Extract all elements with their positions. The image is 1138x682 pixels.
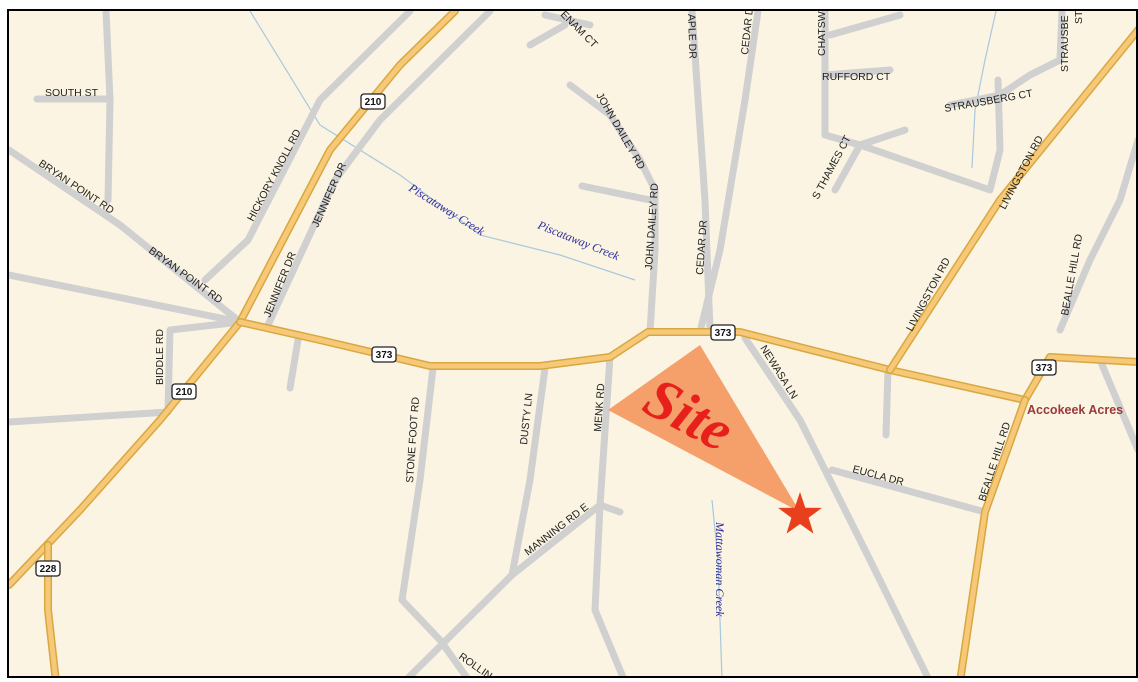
bealle-hill-road-casing xyxy=(956,396,1029,676)
strausberg-court-road xyxy=(946,11,1066,109)
piscataway-creek-line xyxy=(249,11,636,281)
route-210-shield-bottom: 210 xyxy=(171,383,197,400)
site-callout: Site xyxy=(608,345,822,534)
biddle-rd-label: BIDDLE RD xyxy=(154,329,166,385)
cedar-dr-label: CEDAR DR xyxy=(694,219,710,275)
benam-court-road xyxy=(541,11,594,29)
rufford-ct-label: RUFFORD CT xyxy=(822,71,891,83)
john-dailey-spur xyxy=(578,182,654,204)
s-thames-court-east xyxy=(856,126,909,149)
street-labels: SOUTH ST BRYAN POINT RD BRYAN POINT RD H… xyxy=(36,11,1085,676)
north-south-road-west xyxy=(102,11,114,204)
chatsworth-label: CHATSW xyxy=(816,11,828,56)
rollin-road-south xyxy=(405,571,516,676)
livingston-road xyxy=(887,28,1136,373)
maple-dr-label: APLE DR xyxy=(685,14,699,60)
maple-drive xyxy=(688,11,714,334)
route-228-shield: 228 xyxy=(35,560,61,577)
svg-text:210: 210 xyxy=(365,97,382,108)
creek-line-northeast xyxy=(971,11,997,169)
hickory-knoll-road xyxy=(201,11,414,284)
map-canvas: SOUTH ST BRYAN POINT RD BRYAN POINT RD H… xyxy=(9,11,1136,676)
livingston-rd-label-2: LIVINGSTON RD xyxy=(997,133,1046,211)
benam-ct-label: ENAM CT xyxy=(558,11,600,51)
svg-text:373: 373 xyxy=(1036,363,1053,374)
chatsworth-road xyxy=(826,11,904,39)
st-top-label: ST xyxy=(1073,11,1085,24)
bryan-point-road xyxy=(9,146,244,326)
svg-text:373: 373 xyxy=(376,350,393,361)
bryan-point-rd-label-1: BRYAN POINT RD xyxy=(36,158,116,217)
benam-court-spur xyxy=(526,21,569,49)
svg-text:373: 373 xyxy=(715,328,732,339)
southwest-road xyxy=(9,408,172,426)
cedar-dr-top-label: CEDAR D xyxy=(739,11,756,55)
s-thames-court-spur xyxy=(831,141,864,194)
south-st-label: SOUTH ST xyxy=(45,87,99,99)
jennifer-dr-label-2: JENNIFER DR xyxy=(262,250,299,319)
road-far-east xyxy=(1096,356,1136,453)
west-road xyxy=(9,271,244,326)
mattawoman-creek-line xyxy=(711,499,723,676)
site-callout-wedge xyxy=(608,345,800,512)
route-210-shield-top: 210 xyxy=(360,93,386,110)
star-icon[interactable] xyxy=(778,492,822,534)
john-dailey-rd-label-1: JOHN DAILEY RD xyxy=(593,91,647,172)
route-shields: 210 210 373 373 373 228 xyxy=(35,93,1057,577)
accokeek-acres-label: Accokeek Acres xyxy=(1027,403,1123,417)
piscataway-creek-label-2: Piscataway Creek xyxy=(535,217,622,263)
rufford-court-road xyxy=(821,66,894,79)
livingston-rd-label-1: LIVINGSTON RD xyxy=(904,255,953,333)
menk-rd-label: MENK RD xyxy=(592,383,607,433)
strausberg-ct-top-label: STRAUSBE xyxy=(1059,15,1071,72)
svg-text:210: 210 xyxy=(176,387,193,398)
short-road-east xyxy=(882,366,892,439)
manning-rd-e-label: MANNING RD E xyxy=(522,501,591,558)
route-373-shield-right: 373 xyxy=(1031,359,1057,376)
svg-text:228: 228 xyxy=(40,564,57,575)
cedar-drive xyxy=(696,11,762,336)
map-frame: SOUTH ST BRYAN POINT RD BRYAN POINT RD H… xyxy=(7,9,1138,678)
mattawoman-creek-label: Mattawoman Creek xyxy=(713,521,727,617)
bealle-hill-road-north xyxy=(1056,137,1136,334)
john-dailey-road xyxy=(566,81,659,336)
bealle-hill-road xyxy=(958,397,1028,676)
local-roads xyxy=(9,11,1136,676)
eucla-drive xyxy=(828,466,989,516)
dusty-lane xyxy=(508,364,549,579)
short-road-west xyxy=(286,336,302,392)
route-373-shield-mid: 373 xyxy=(710,324,736,341)
piscataway-creek-label-1: Piscataway Creek xyxy=(406,180,488,239)
newasa-lane xyxy=(741,334,931,676)
biddle-road xyxy=(164,318,244,414)
menk-road xyxy=(591,353,627,676)
strausberg-ct-label: STRAUSBERG CT xyxy=(943,88,1034,115)
route-373-shield-left: 373 xyxy=(371,346,397,363)
dusty-ln-label: DUSTY LN xyxy=(518,393,535,446)
stone-foot-road xyxy=(398,364,471,676)
s-thames-court-loop xyxy=(821,11,1004,194)
jennifer-drive xyxy=(264,11,494,329)
creek-lines xyxy=(249,11,997,676)
